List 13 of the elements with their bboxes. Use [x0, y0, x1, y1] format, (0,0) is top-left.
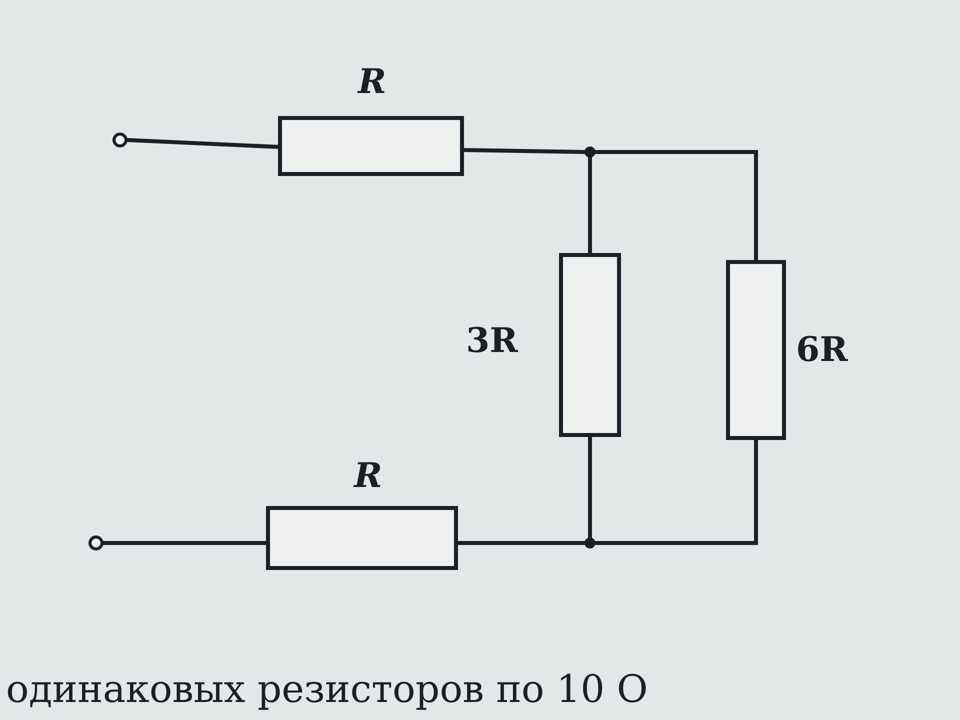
wire — [462, 148, 586, 154]
resistor-label: R — [358, 62, 386, 102]
wire — [103, 541, 268, 545]
wire — [126, 138, 280, 149]
wire — [588, 157, 592, 255]
caption-text: одинаковых резисторов по 10 О — [6, 666, 648, 712]
resistor-label: 6R — [796, 330, 848, 370]
wire — [595, 438, 758, 545]
wire — [456, 541, 585, 545]
resistor-label: R — [354, 456, 382, 496]
resistor-label: 3R — [466, 321, 518, 361]
wire — [588, 435, 592, 538]
wire — [595, 150, 758, 262]
